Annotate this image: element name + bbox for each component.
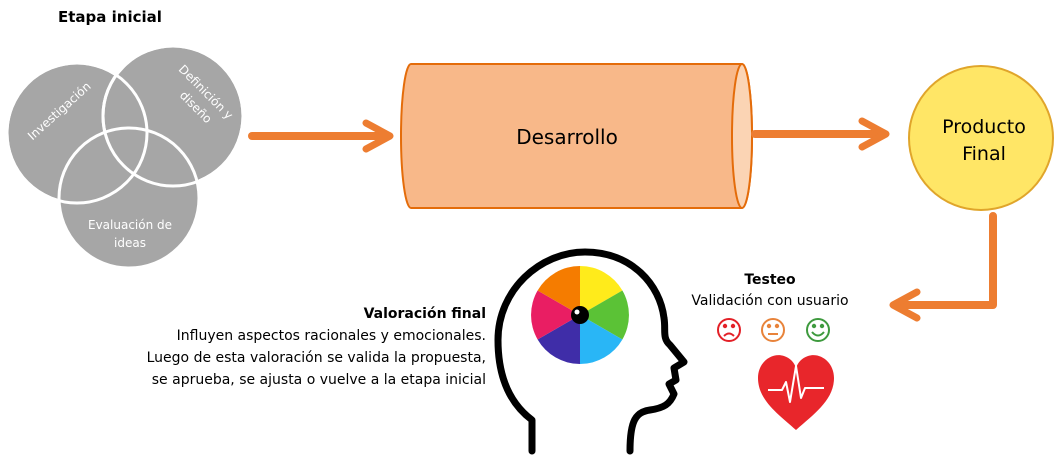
testing-title: Testeo [744, 272, 796, 288]
venn-label-evaluacion-2: ideas [114, 236, 146, 250]
color-wheel-icon [531, 266, 629, 364]
development-label: Desarrollo [516, 125, 618, 149]
final-assessment-line-3: se aprueba, se ajusta o vuelve a la etap… [152, 372, 486, 388]
neutral-face-icon [761, 318, 785, 342]
happy-face-icon [806, 318, 830, 342]
stage-initial-title: Etapa inicial [58, 8, 162, 26]
heart-pulse-icon [758, 355, 834, 430]
final-product-label-1: Producto [942, 116, 1026, 138]
venn-label-evaluacion-1: Evaluación de [88, 218, 172, 232]
final-assessment-line-1: Influyen aspectos racionales y emocional… [177, 328, 486, 344]
venn-diagram: Investigación Definición y diseño Evalua… [5, 44, 245, 270]
development-cylinder: Desarrollo [400, 63, 753, 209]
sad-face-icon [717, 318, 741, 342]
arrow-to-testing [889, 212, 997, 322]
final-product-circle: Producto Final [908, 65, 1054, 211]
final-product-label-2: Final [962, 143, 1006, 165]
final-assessment-title: Valoración final [364, 306, 486, 322]
final-assessment-line-2: Luego de esta valoración se valida la pr… [147, 350, 486, 366]
testing-subtitle: Validación con usuario [691, 293, 848, 309]
venn-circle-evaluacion [57, 126, 201, 270]
